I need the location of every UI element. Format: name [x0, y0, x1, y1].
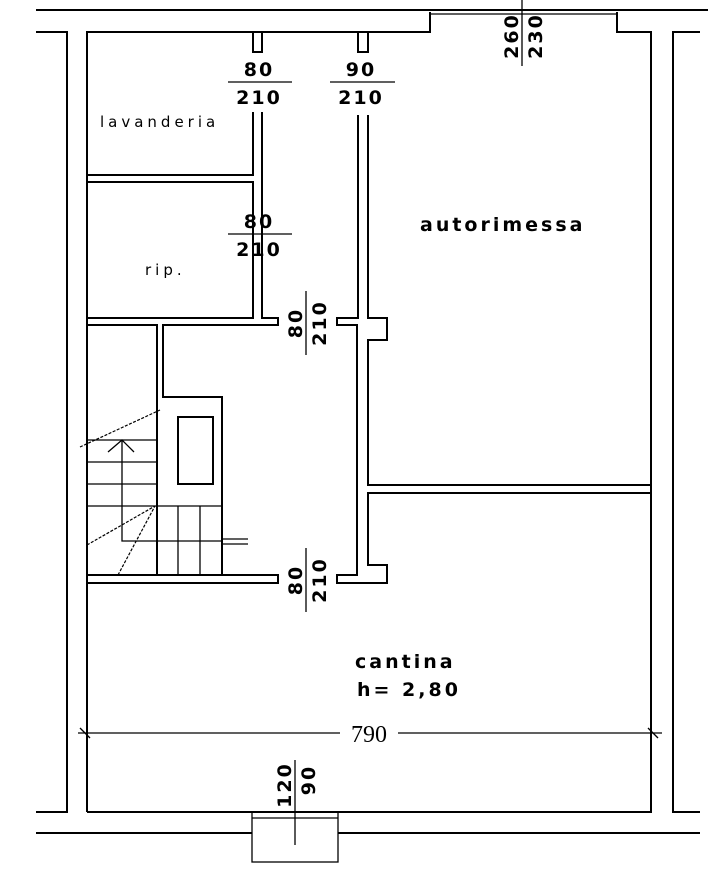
- cellar-width-label: 790: [351, 722, 387, 748]
- staircase: [79, 409, 248, 576]
- svg-text:80: 80: [285, 308, 307, 338]
- cellar-window: [251, 760, 339, 863]
- interior-walls: [86, 32, 651, 584]
- svg-text:210: 210: [236, 87, 282, 109]
- door-label-stair-upper: 80 210: [285, 291, 331, 355]
- svg-text:210: 210: [236, 239, 282, 261]
- svg-text:90: 90: [298, 765, 320, 795]
- door-label-stair-lower: 80 210: [285, 548, 331, 612]
- svg-text:260: 260: [501, 13, 523, 59]
- door-label-storage: 80 210: [228, 211, 292, 261]
- svg-text:210: 210: [309, 300, 331, 346]
- room-label-garage: autorimessa: [420, 214, 586, 236]
- exterior-walls: [36, 9, 708, 834]
- cellar-height-label: h= 2,80: [357, 679, 461, 701]
- svg-text:80: 80: [244, 211, 274, 233]
- svg-text:80: 80: [244, 59, 274, 81]
- door-label-laundry: 80 210: [228, 59, 292, 109]
- svg-text:80: 80: [285, 565, 307, 595]
- cellar-width-dimension: 790: [78, 722, 662, 748]
- svg-text:230: 230: [525, 13, 547, 59]
- svg-text:210: 210: [338, 87, 384, 109]
- svg-text:210: 210: [309, 557, 331, 603]
- door-label-corridor-top: 90 210: [330, 59, 395, 109]
- room-label-laundry: lavanderia: [100, 113, 219, 131]
- window-label-garage: 260 230: [501, 0, 547, 66]
- svg-text:120: 120: [274, 762, 296, 808]
- stair-arrow-icon: [107, 439, 135, 453]
- window-label-cellar: 120 90: [274, 762, 320, 808]
- svg-text:90: 90: [346, 59, 376, 81]
- room-label-storage: rip.: [145, 261, 186, 279]
- room-label-cellar: cantina: [355, 651, 456, 673]
